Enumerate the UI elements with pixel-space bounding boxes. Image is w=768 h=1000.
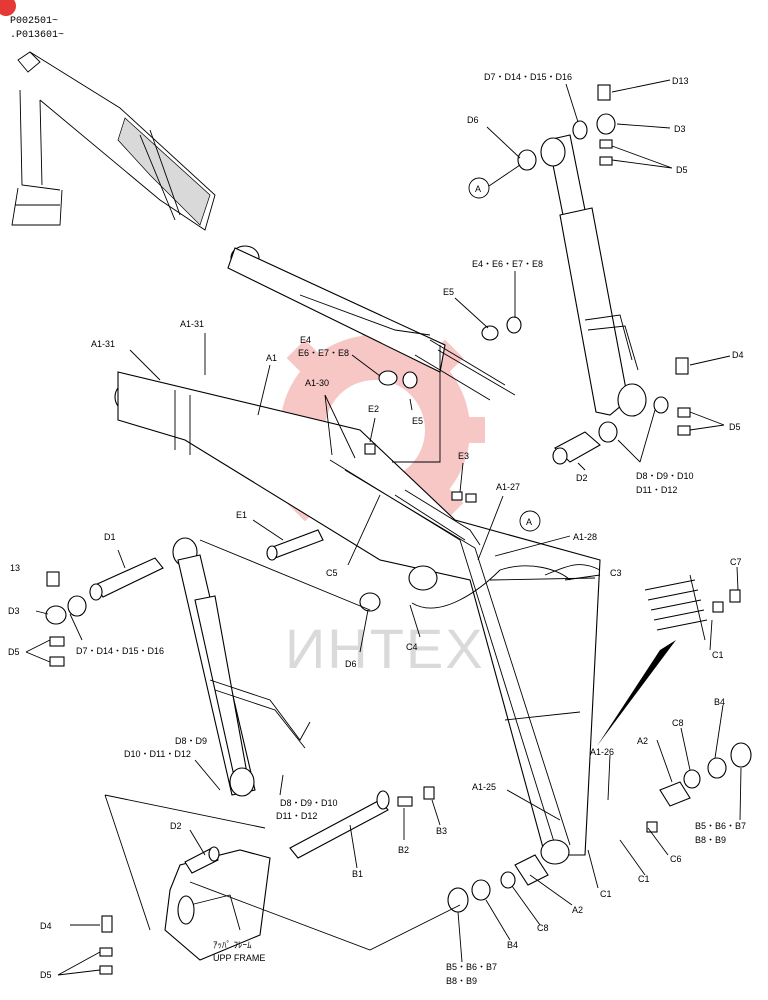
label-d5-right: D5 bbox=[729, 422, 741, 432]
label-a1-28: A1-28 bbox=[573, 532, 597, 542]
label-e4-e6-e7-e8-top: E4・E6・E7・E8 bbox=[472, 259, 543, 269]
upper-frame bbox=[164, 849, 271, 961]
label-b3: B3 bbox=[436, 826, 447, 836]
label-d5-left: D5 bbox=[8, 647, 20, 657]
label-e1: E1 bbox=[236, 510, 247, 520]
label-d3-left: D3 bbox=[8, 606, 20, 616]
label-b2: B2 bbox=[398, 845, 409, 855]
label-a1-30: A1-30 bbox=[305, 378, 329, 388]
label-a1-27: A1-27 bbox=[496, 482, 520, 492]
label-b5-b6-b7-right: B5・B6・B7 bbox=[695, 821, 746, 831]
label-d4-left: D4 bbox=[40, 921, 52, 931]
label-d6-mid: D6 bbox=[345, 659, 357, 669]
label-a2-right: A2 bbox=[637, 736, 648, 746]
upper-frame-label-jp: ｱｯﾊﾟ ﾌﾚｰﾑ bbox=[213, 940, 252, 950]
label-a-mid: A bbox=[526, 517, 532, 527]
boom-cylinder bbox=[540, 134, 647, 417]
label-d10-d11-d12-left: D10・D11・D12 bbox=[124, 749, 191, 759]
label-c7: C7 bbox=[730, 557, 742, 567]
hose-clamp-bundle bbox=[597, 574, 741, 746]
ref-marker-a-top bbox=[468, 177, 490, 199]
label-d1: D1 bbox=[104, 532, 116, 542]
label-d8-d9-d10-right: D8・D9・D10 bbox=[636, 471, 694, 481]
label-e6-e7-e8: E6・E7・E8 bbox=[298, 348, 349, 358]
label-a1-26: A1-26 bbox=[590, 747, 614, 757]
label-a1-31-top: A1-31 bbox=[180, 319, 204, 329]
label-d8-d9-d10-mid: D8・D9・D10 bbox=[280, 798, 338, 808]
pins-and-washers bbox=[45, 84, 752, 975]
label-c6: C6 bbox=[670, 854, 682, 864]
label-b4-bottom: B4 bbox=[507, 940, 518, 950]
label-d7-d14-d15-d16-top: D7・D14・D15・D16 bbox=[484, 72, 572, 82]
label-d5-top: D5 bbox=[676, 165, 688, 175]
label-b8-b9-right: B8・B9 bbox=[695, 835, 726, 845]
label-a1-31-left: A1-31 bbox=[91, 339, 115, 349]
label-d2-left: D2 bbox=[170, 821, 182, 831]
excavator-thumbnail bbox=[11, 51, 216, 231]
label-e5-mid: E5 bbox=[412, 416, 423, 426]
label-a2-bottom: A2 bbox=[572, 905, 583, 915]
label-d6-top: D6 bbox=[467, 115, 479, 125]
label-d11-d12-mid: D11・D12 bbox=[276, 811, 317, 821]
label-e3: E3 bbox=[458, 451, 469, 461]
label-e2: E2 bbox=[368, 404, 379, 414]
label-d8-d9-left: D8・D9 bbox=[175, 736, 207, 746]
watermark-text: ИНТЕХ bbox=[285, 617, 485, 680]
label-a-top: A bbox=[475, 184, 481, 194]
label-e5-top: E5 bbox=[443, 287, 454, 297]
label-a1-25: A1-25 bbox=[472, 782, 496, 792]
label-c3: C3 bbox=[610, 568, 622, 578]
label-d3-top: D3 bbox=[674, 124, 686, 134]
label-c1-lower: C1 bbox=[638, 874, 650, 884]
label-e4: E4 bbox=[300, 335, 311, 345]
label-c4: C4 bbox=[406, 642, 418, 652]
main-boom bbox=[114, 371, 601, 865]
label-d13-top: D13 bbox=[672, 76, 689, 86]
label-b5-b6-b7-bottom: B5・B6・B7 bbox=[446, 962, 497, 972]
label-d4-right: D4 bbox=[732, 350, 744, 360]
serial-number-1: P002501~ bbox=[10, 16, 58, 27]
label-b8-b9-bottom: B8・B9 bbox=[446, 976, 477, 986]
upper-frame-label-en: UPP FRAME bbox=[213, 953, 265, 963]
label-d5-bottom: D5 bbox=[40, 970, 52, 980]
corner-badge bbox=[0, 0, 16, 16]
label-c1-bottom: C1 bbox=[600, 889, 612, 899]
serial-number-2: .P013601~ bbox=[10, 30, 64, 41]
label-b1: B1 bbox=[352, 869, 363, 879]
label-d7-d14-d15-d16-left: D7・D14・D15・D16 bbox=[76, 646, 164, 656]
label-d11-d12-right: D11・D12 bbox=[636, 485, 677, 495]
left-boom-cylinder bbox=[172, 537, 311, 797]
label-a1: A1 bbox=[266, 353, 277, 363]
label-d2-right: D2 bbox=[576, 473, 588, 483]
label-c1-right: C1 bbox=[712, 650, 724, 660]
label-c8-right: C8 bbox=[672, 718, 684, 728]
hydraulic-hoses bbox=[394, 489, 601, 609]
label-b4-right: B4 bbox=[714, 697, 725, 707]
label-c5: C5 bbox=[326, 568, 338, 578]
leader-lines bbox=[25, 79, 742, 976]
ref-marker-a-mid bbox=[519, 510, 541, 532]
label-d13-left: 13 bbox=[10, 563, 20, 573]
label-c8-bottom: C8 bbox=[537, 923, 549, 933]
